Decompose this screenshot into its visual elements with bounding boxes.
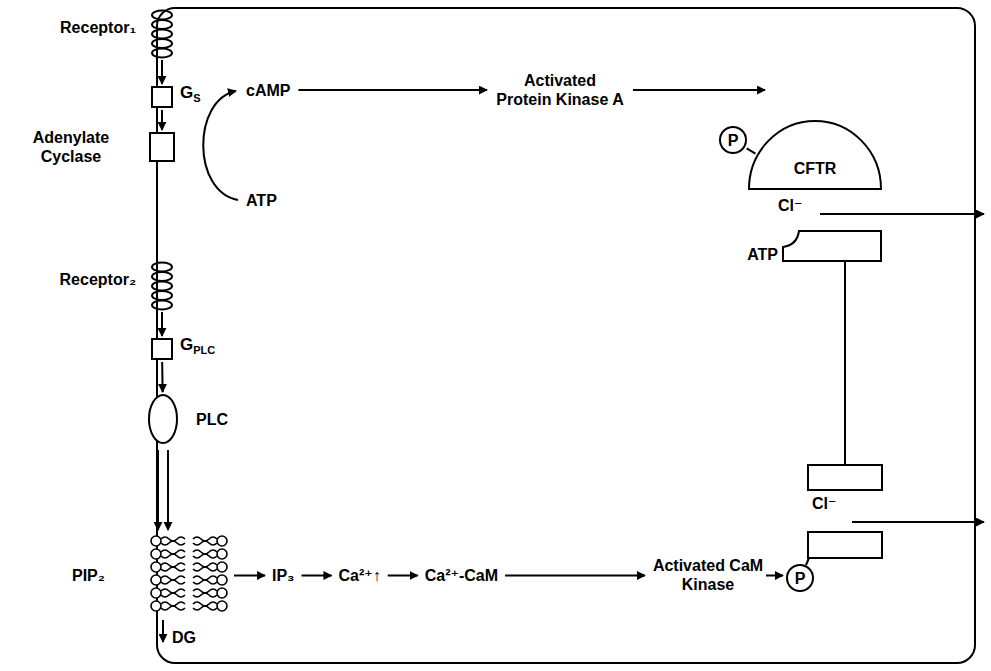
shape-svg (150, 262, 174, 310)
shape-outline (783, 231, 881, 261)
phosphate-circle: P (786, 564, 814, 592)
connector-arrow (161, 110, 163, 130)
enzyme-ellipse: PLC (148, 394, 178, 444)
hydrolysis-arrow (167, 450, 169, 530)
node-label: GS (180, 83, 201, 108)
channel-subunit (808, 465, 882, 490)
helix-turn (152, 272, 172, 281)
channel-subunit (808, 532, 882, 558)
connector-arrow (161, 362, 163, 392)
lipid-molecule (151, 549, 227, 559)
chloride-flow-arrow (820, 213, 984, 215)
enzyme-box: Adenylate Cyclase (149, 132, 175, 162)
helix-turn (152, 11, 172, 20)
lipid-molecule (151, 536, 227, 546)
helix-turn (152, 291, 172, 300)
node-label: ATP (747, 245, 778, 264)
lipid-molecule (151, 588, 227, 598)
messenger-label: Ca²⁺-CaM (425, 566, 498, 585)
helix-turn (152, 282, 172, 291)
shape-svg (149, 132, 175, 162)
shape-svg (151, 338, 173, 360)
node-label: Receptor₂ (60, 270, 136, 289)
shape-outline (149, 395, 177, 443)
flow-arrow (505, 575, 645, 577)
product-arrow (162, 620, 164, 642)
node-label: P (719, 126, 747, 154)
helix-turn (152, 39, 172, 48)
ion-label: Cl⁻ (812, 494, 836, 513)
flow-arrow (766, 575, 783, 577)
molecule-label: cAMP (246, 81, 290, 100)
shape-outline (749, 121, 881, 189)
g-protein-box: GS (151, 86, 173, 108)
flow-arrow (388, 575, 418, 577)
flow-arrow (298, 89, 487, 91)
connector-arrow (161, 60, 163, 84)
node-label: Adenylate Cyclase (11, 128, 131, 166)
helix-turn (152, 301, 172, 310)
conversion-arrow (203, 91, 238, 200)
shape-outline (787, 565, 813, 591)
connector-arrow (161, 312, 163, 336)
atp-binding-domain: ATP (782, 230, 882, 262)
phosphate-circle: P (719, 126, 747, 154)
molecule-label: ATP (246, 191, 277, 210)
g-protein-box: GPLC (151, 338, 173, 360)
node-label: CFTR (748, 159, 882, 178)
messenger-label: IP₃ (272, 566, 295, 585)
shape-svg (148, 394, 178, 444)
helix-turn (152, 49, 172, 58)
cell-membrane (157, 8, 975, 663)
lipid-molecule (151, 575, 227, 585)
phosphate-link (806, 558, 809, 565)
node-label: PLC (196, 410, 228, 429)
messenger-label: Ca²⁺↑ (339, 566, 381, 585)
helix-turn (152, 30, 172, 39)
lipid-label: PIP₂ (72, 566, 105, 585)
flow-arrows (234, 90, 783, 576)
flow-arrow (302, 575, 332, 577)
receptor-helix: Receptor₂ (150, 262, 174, 310)
flow-arrow (633, 89, 765, 91)
receptor-helix: Receptor₁ (150, 10, 174, 58)
shape-outline (152, 87, 172, 107)
node-label: P (786, 564, 814, 592)
channel-link-line (844, 262, 846, 465)
hydrolysis-arrow (157, 450, 159, 530)
lipid-molecule (151, 562, 227, 572)
node-label: Receptor₁ (60, 18, 136, 37)
ion-label: Cl⁻ (778, 196, 802, 215)
node-label: GPLC (180, 335, 215, 360)
shape-outline (152, 339, 172, 359)
shape-svg (151, 86, 173, 108)
kinase-label: Activated Protein Kinase A (495, 71, 625, 109)
cftr-domain: CFTR (748, 120, 882, 190)
shape-svg (150, 10, 174, 58)
lipid-bilayer (151, 536, 227, 611)
chloride-flow-arrow (852, 521, 984, 523)
shape-outline (720, 127, 746, 153)
kinase-label: Activated CaM Kinase (652, 556, 764, 594)
shape-svg (782, 230, 882, 262)
helix-turn (152, 263, 172, 272)
connector-arrow (747, 148, 756, 153)
flow-arrow (234, 575, 265, 577)
shape-outline (150, 133, 174, 161)
helix-turn (152, 20, 172, 29)
shape-svg (748, 120, 882, 190)
lipid-molecule (151, 601, 227, 611)
molecule-label: DG (172, 628, 196, 647)
